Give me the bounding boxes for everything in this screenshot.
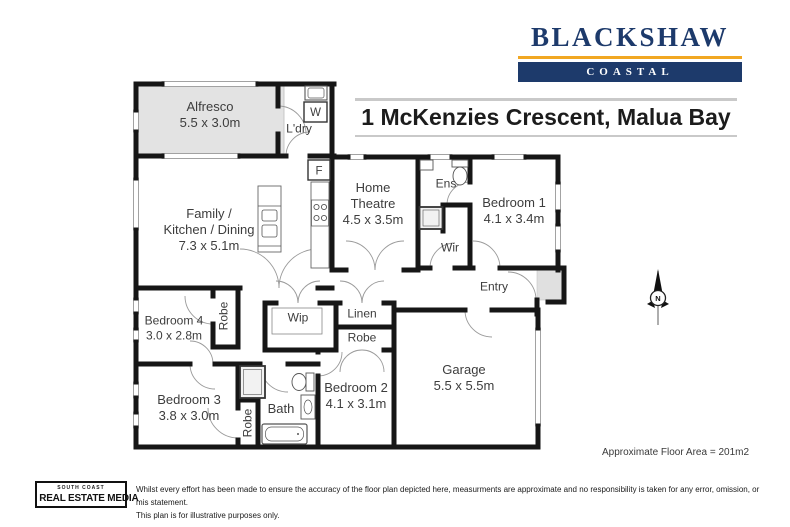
listing-title-block: 1 McKenzies Crescent, Malua Bay — [355, 98, 737, 137]
ens-shower — [418, 206, 444, 230]
title-rule-bottom — [355, 134, 737, 137]
door-arcs — [184, 105, 537, 439]
room-label-wir: Wir — [441, 240, 459, 255]
media-company-region: SOUTH COAST — [57, 485, 105, 491]
brand-name: BLACKSHAW — [530, 22, 730, 52]
entry-porch-area — [536, 269, 565, 301]
brand-division-bar: COASTAL — [518, 62, 742, 82]
alfresco-area — [135, 83, 285, 157]
room-label-robe-bed2: Robe — [347, 330, 377, 345]
room-label-ldry: L'dry — [286, 121, 312, 136]
room-label-wip: Wip — [287, 310, 309, 325]
kitchen-sink — [261, 209, 278, 222]
garage-door — [535, 327, 541, 427]
media-company-name: REAL ESTATE MEDIA — [39, 491, 139, 504]
brand-logo: BLACKSHAW COASTAL — [518, 22, 742, 82]
room-label-theatre: Home Theatre 4.5 x 3.5m — [342, 180, 404, 227]
compass-n-label: N — [655, 294, 660, 303]
room-label-robe-bed3: Robe — [240, 408, 255, 438]
room-label-robe-bed4: Robe — [216, 301, 231, 331]
room-label-linen: Linen — [347, 306, 377, 321]
media-company-logo: SOUTH COAST REAL ESTATE MEDIA — [35, 481, 139, 508]
listing-address: 1 McKenzies Crescent, Malua Bay — [361, 103, 731, 130]
room-label-ens: Ens — [435, 176, 457, 191]
brand-gold-rule — [518, 56, 742, 59]
title-rule-top — [355, 98, 737, 101]
brand-division: COASTAL — [586, 66, 674, 78]
washer-box — [303, 101, 328, 123]
room-label-bath: Bath — [267, 401, 295, 417]
ens-basin — [419, 159, 434, 171]
ens-toilet — [451, 159, 469, 168]
cooktop — [311, 199, 329, 227]
disclaimer-line-1: Whilst every effort has been made to ens… — [136, 485, 760, 507]
pantry-shelf — [271, 307, 323, 335]
walls — [133, 81, 567, 450]
fixtures — [239, 85, 469, 445]
disclaimer-text: Whilst every effort has been made to ens… — [136, 484, 772, 522]
floor-area-note: Approximate Floor Area = 201m2 — [602, 447, 750, 458]
room-label-family: Family / Kitchen / Dining 7.3 x 5.1m — [163, 206, 255, 253]
washer-label: W — [310, 107, 321, 119]
bath-toilet — [305, 372, 315, 392]
room-label-entry: Entry — [479, 279, 509, 294]
north-arrow-icon: N — [647, 269, 669, 325]
fridge-box — [307, 159, 331, 181]
fridge-label: F — [315, 166, 322, 178]
bath-shower — [239, 365, 266, 399]
disclaimer-line-2: This plan is for illustrative purposes o… — [136, 510, 280, 520]
